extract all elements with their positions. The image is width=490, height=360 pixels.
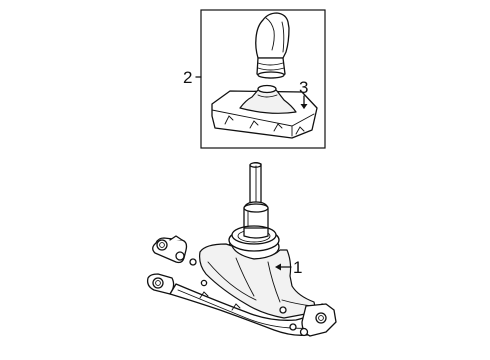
callout-3-leader xyxy=(300,95,308,109)
callout-3-label: 3 xyxy=(299,78,308,97)
callout-1-label: 1 xyxy=(293,258,302,277)
shift-boot-icon xyxy=(211,84,318,139)
gear-shifter-assembly-icon xyxy=(146,162,337,337)
shift-knob-icon xyxy=(255,12,290,79)
callout-2-label: 2 xyxy=(183,68,192,87)
callout-1-leader xyxy=(275,263,292,271)
